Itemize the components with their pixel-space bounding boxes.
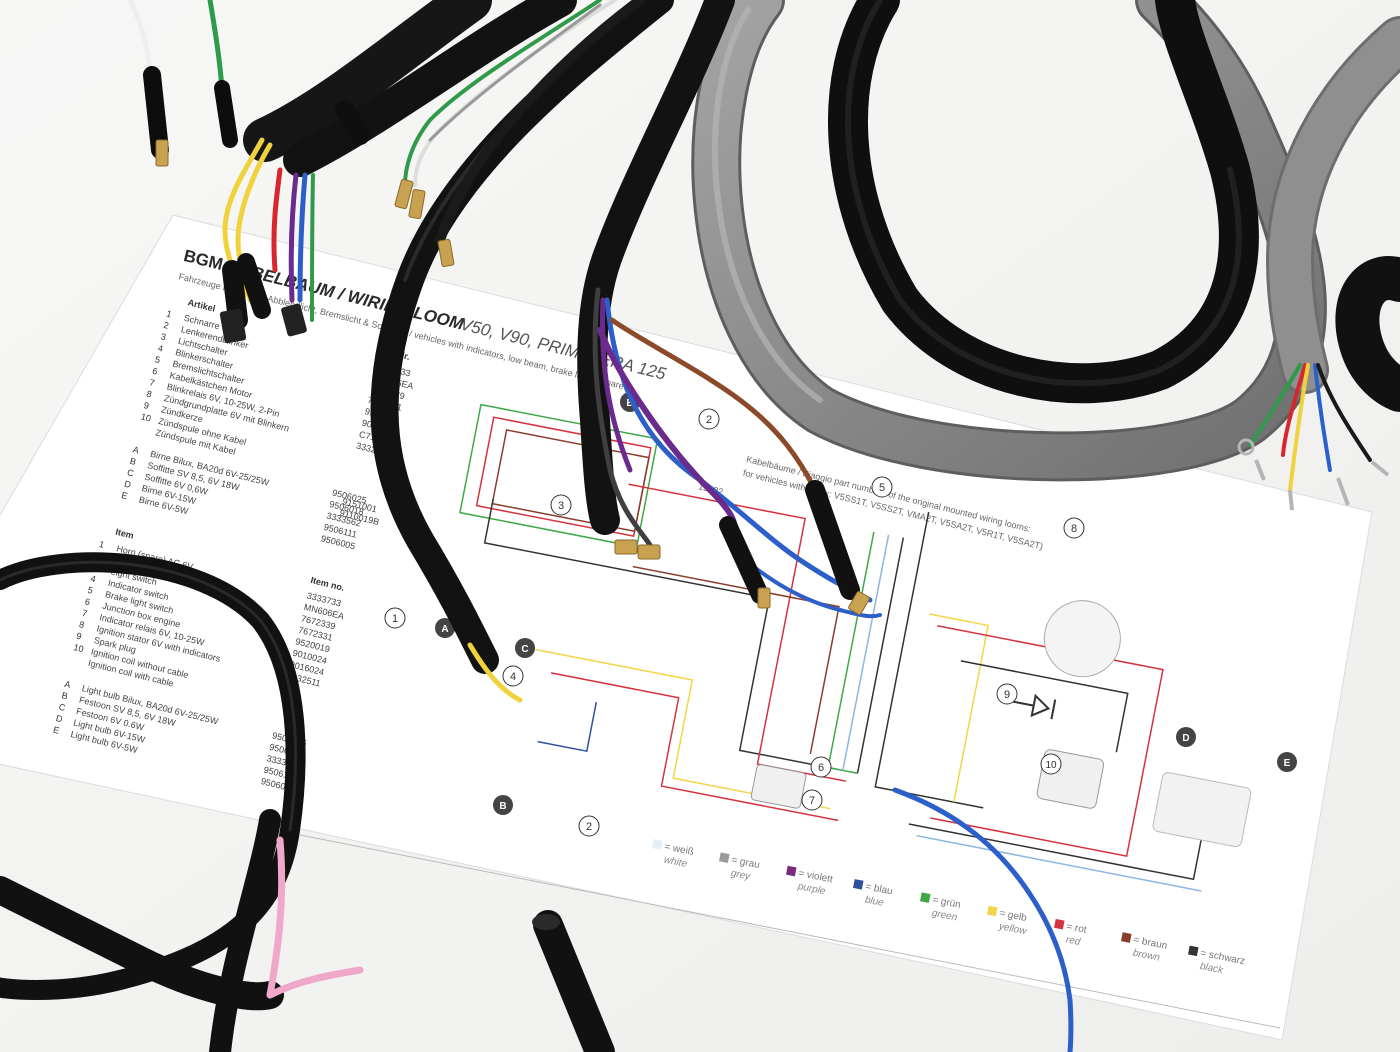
de-bulb-number: B [129,456,137,467]
diagram-badges: 2 5 3 8 1 4 9 10 6 7 2 B C A D E B [384,392,1297,837]
letter-b-top: B [626,398,633,409]
legend-label-de: = rot [1065,921,1087,936]
legend-label-en: red [1065,934,1082,948]
legend-swatch [1121,932,1132,943]
badge-5: 5 [879,482,885,494]
letter-c: C [521,644,528,655]
letter-d: D [1182,733,1189,744]
badge-1: 1 [392,613,398,625]
wiring-diagram-sheet: BGM KABELBAUM / WIRING LOOM V50, V90, PR… [0,214,1373,1041]
legend-label-en: blue [864,894,885,908]
item-header: Item [115,527,135,541]
de-item-number: 6 [151,366,158,377]
heat-shrink-tubes [143,66,860,604]
de-item-number: 3 [160,331,167,342]
legend-label-en: brown [1132,948,1161,964]
legend-label-en: green [931,908,959,924]
de-item-number: 1 [165,308,172,319]
de-item-number: 7 [148,377,155,388]
legend-label-de: = grau [730,855,760,871]
en-bulb-number: C [58,702,67,713]
badge-7: 7 [809,795,815,807]
legend-label-de: = blau [864,881,893,897]
legend-label-de: = grün [931,895,961,911]
badge-10: 10 [1045,760,1057,771]
ring-terminals [1237,438,1390,511]
badge-2a: 2 [706,414,712,426]
letter-a: A [441,624,448,635]
legend-swatch [987,905,998,917]
de-bulb-number: E [120,490,128,501]
de-bulb-number: A [132,444,140,455]
de-item-number: 10 [140,412,152,424]
schematic [459,403,1252,892]
connectors [219,303,307,344]
en-item-number: 1 [98,539,105,550]
legend-swatch [719,852,730,864]
de-bulb-number: D [123,479,132,490]
badge-2b: 2 [586,821,592,833]
legend-swatch [786,865,797,877]
en-bulb-number: A [63,679,71,690]
badge-3: 3 [558,500,564,512]
en-bulb-number: D [55,713,64,724]
en-item-number: 7 [81,608,88,619]
badge-8: 8 [1071,523,1077,535]
badge-6: 6 [818,762,824,774]
de-item-number: 8 [146,389,153,400]
legend-swatch [853,879,864,890]
en-bulb-number: B [61,690,69,701]
legend-label-en: white [663,855,688,870]
en-item-number: 4 [90,573,97,584]
en-item-number: 10 [73,642,85,654]
badge-4: 4 [510,671,516,683]
legend-swatch [920,892,931,903]
en-item-number: 6 [84,596,91,607]
legend-swatch [652,839,663,850]
letter-e: E [1284,758,1291,769]
de-bulb-number: C [126,467,135,478]
en-item-number: 5 [87,585,94,596]
legend-swatch [1188,945,1199,957]
de-item-number: 5 [154,354,161,365]
letter-b-bottom: B [499,801,506,812]
legend-swatch [1054,918,1065,930]
en-bulb-number: E [52,725,60,736]
en-item-number: 8 [78,619,85,630]
de-item-number: 2 [163,320,170,331]
de-item-number: 9 [143,400,150,411]
legend-label-en: black [1199,961,1225,976]
legend-label-de: = gelb [998,908,1028,924]
de-item-number: 4 [157,343,164,354]
en-item-number: 9 [75,631,82,642]
legend-label-en: grey [730,868,752,883]
brass-terminals [155,139,870,615]
legend-label-en: purple [796,881,827,897]
badge-9: 9 [1004,689,1010,701]
